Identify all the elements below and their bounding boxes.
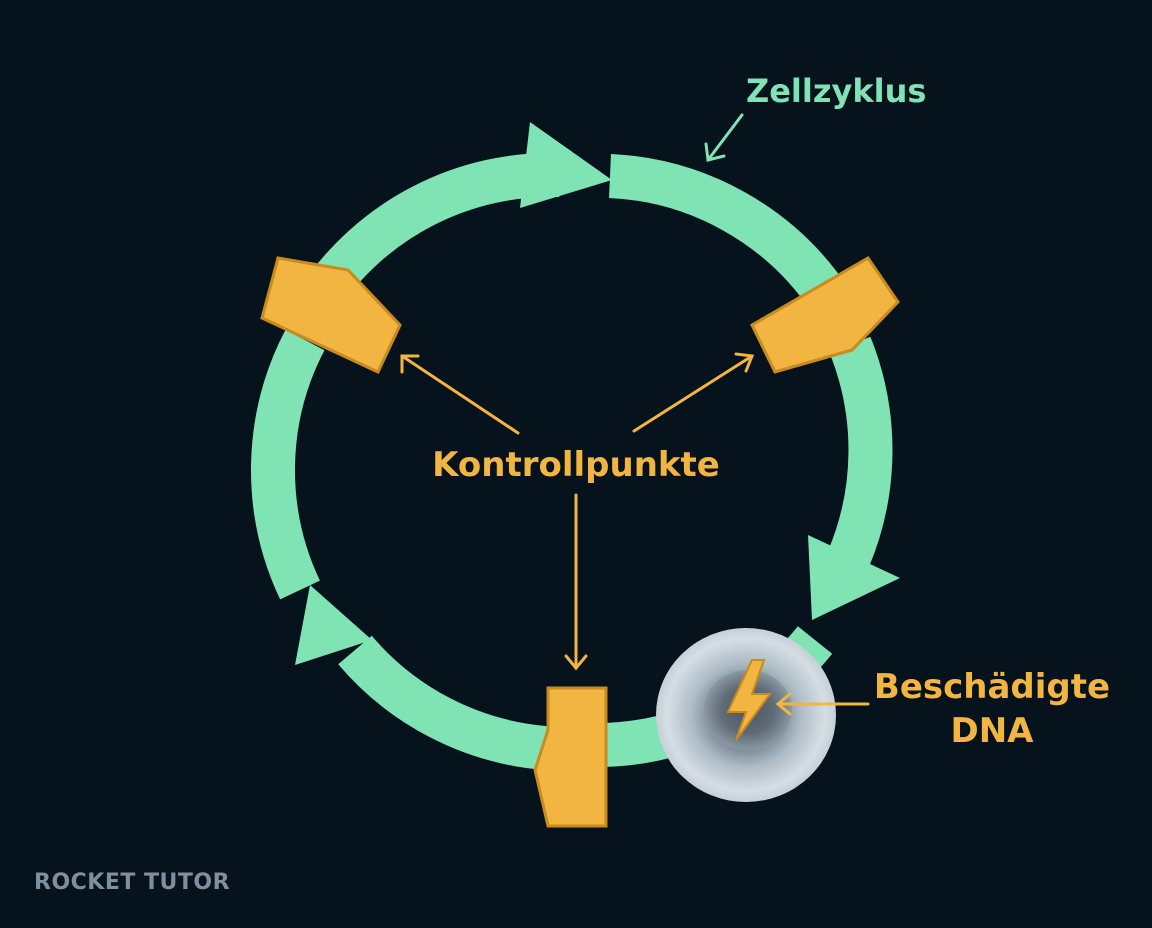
checkpoints bbox=[260, 256, 900, 828]
checkpoint-bottom bbox=[533, 686, 608, 828]
cycle-arc-bottom-left bbox=[338, 635, 548, 770]
checkpoint-left bbox=[260, 256, 402, 374]
checkpoint-right bbox=[750, 256, 900, 374]
cycle-arc-top-right bbox=[608, 154, 849, 313]
lightning-bolt-icon bbox=[726, 659, 772, 741]
pointer-dna-head bbox=[775, 692, 792, 716]
pointer-left-head bbox=[400, 354, 420, 374]
cycle-label: Zellzyklus bbox=[746, 72, 926, 110]
cycle-arrowhead-top bbox=[520, 122, 612, 208]
pointer-to-cycle bbox=[706, 113, 744, 162]
pointer-right-head bbox=[734, 352, 755, 373]
pointer-to-right-checkpoint bbox=[632, 354, 754, 433]
cycle-pointer bbox=[704, 113, 744, 162]
pointer-to-left-checkpoint bbox=[400, 354, 520, 435]
pointer-bottom-head bbox=[564, 654, 588, 671]
brand-logo: ROCKET TUTOR bbox=[34, 870, 231, 895]
cycle-arc-left bbox=[250, 329, 325, 600]
checkpoints-label: Kontrollpunkte bbox=[432, 445, 720, 485]
cycle-arrowhead-right bbox=[808, 535, 900, 620]
damaged-dna-label-line2: DNA bbox=[951, 711, 1035, 751]
checkpoint-pointers bbox=[400, 352, 870, 716]
pointer-cycle-head bbox=[704, 142, 726, 162]
cycle-arc-right bbox=[827, 336, 893, 569]
damaged-dna-label-line1: Beschädigte bbox=[874, 667, 1110, 707]
damaged-cell bbox=[656, 628, 836, 802]
cycle-arrowhead-left bbox=[295, 585, 372, 665]
